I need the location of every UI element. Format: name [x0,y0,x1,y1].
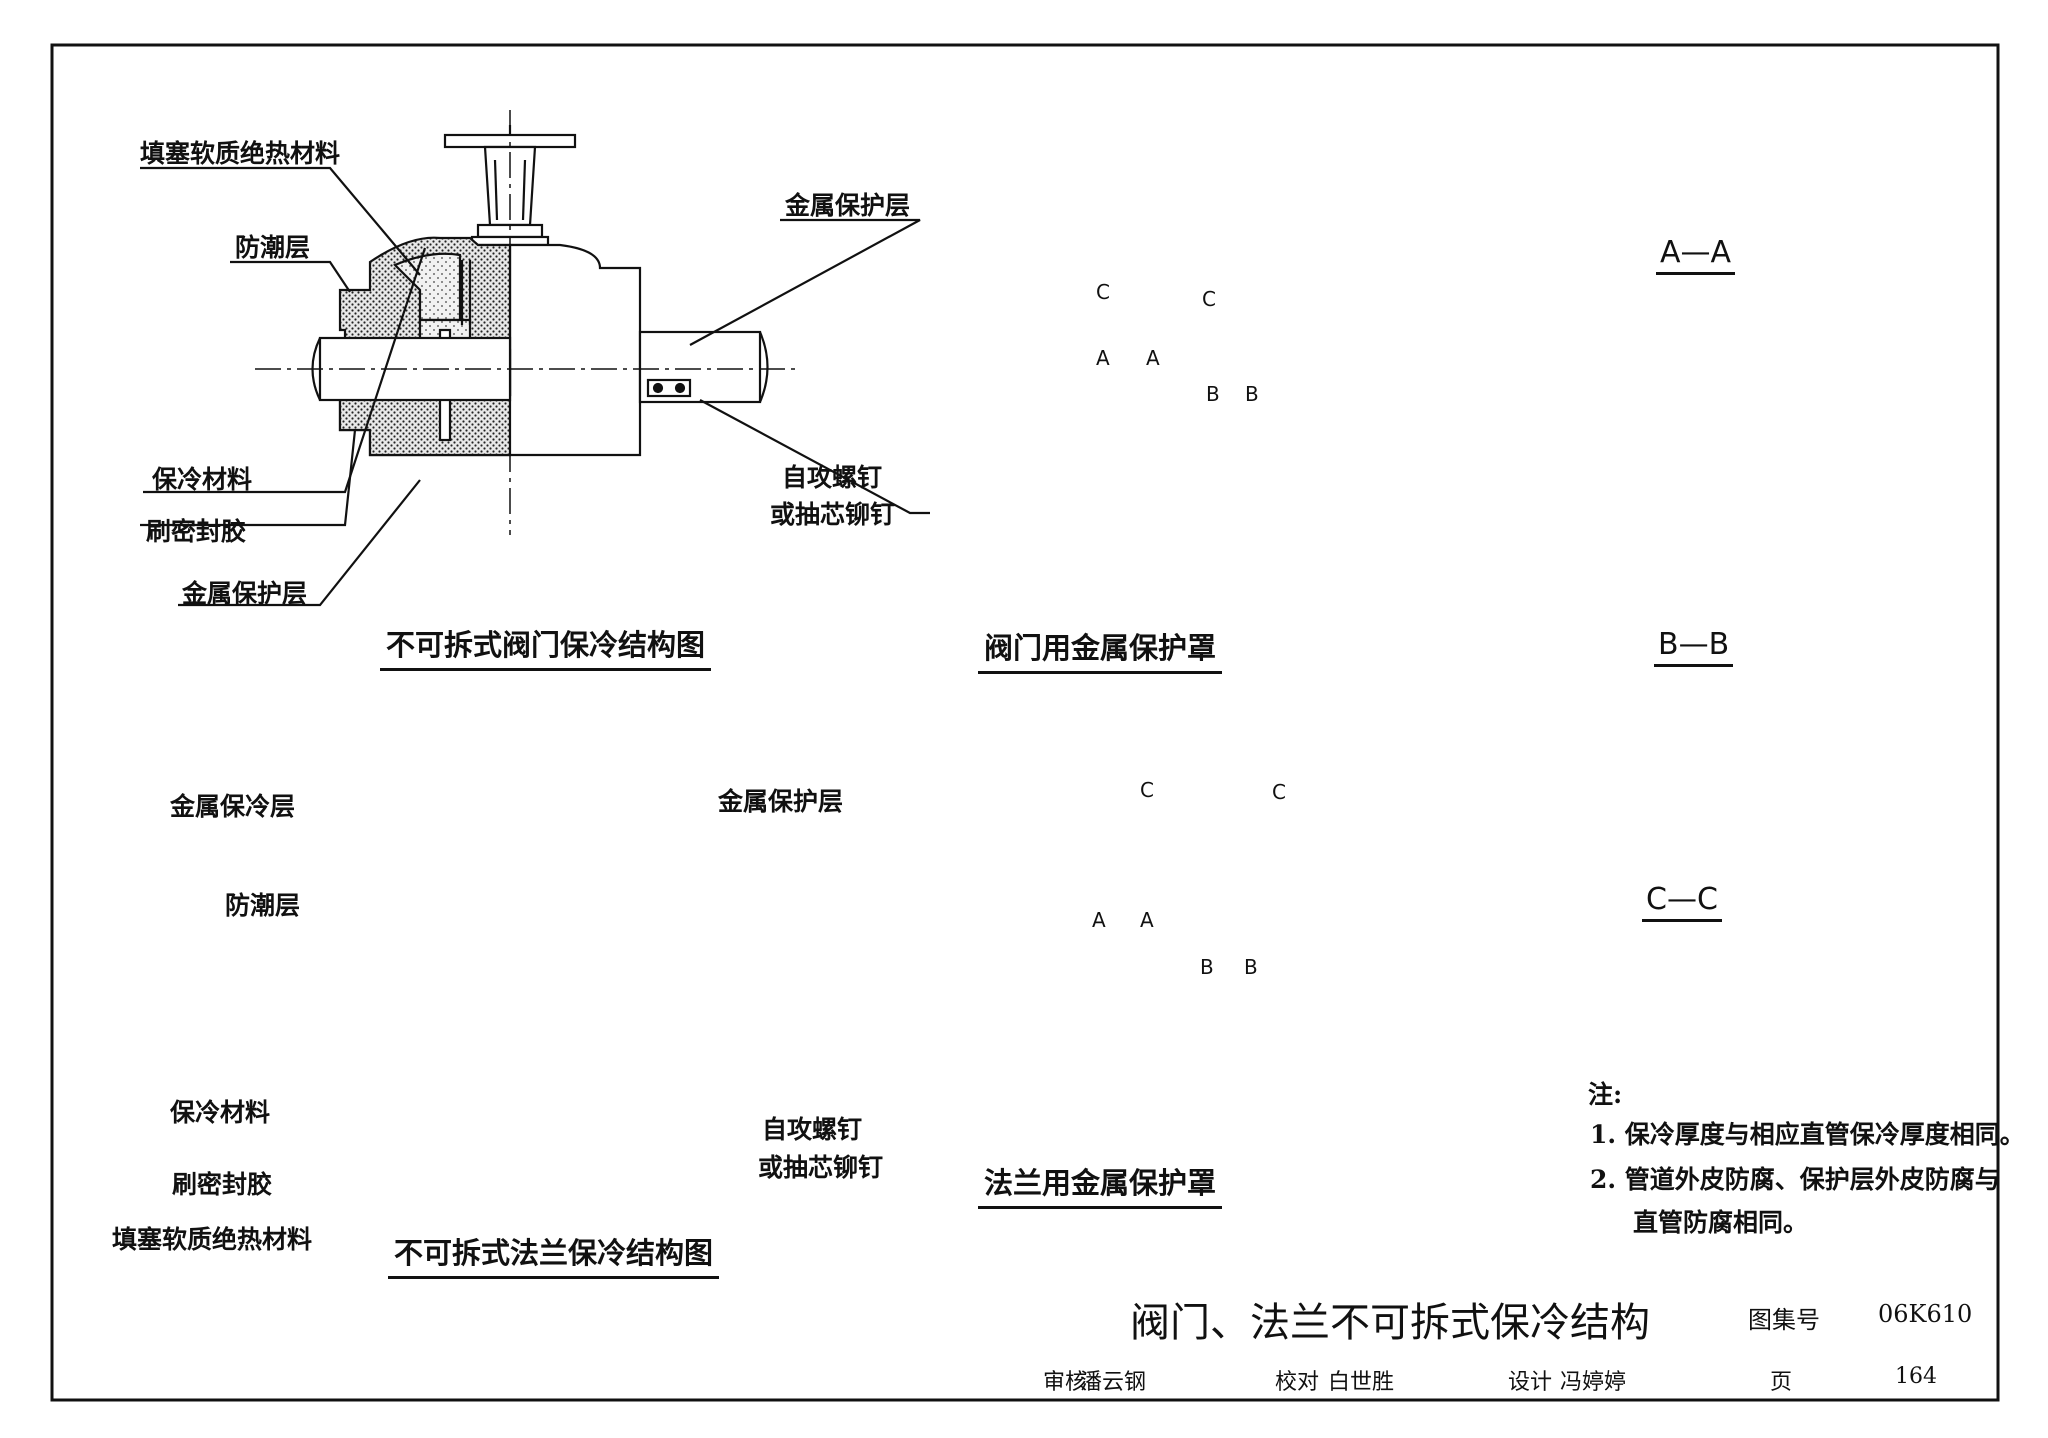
label-fill-material: 填塞软质绝热材料 [140,139,341,168]
label-rivet: 或抽芯铆钉 [770,500,896,529]
section-aa-label: A—A [1656,235,1736,275]
flange-tag-b1: B [1200,955,1214,979]
valve-tag-b1: B [1206,382,1220,406]
label-sealant: 刷密封胶 [146,517,247,546]
section-cc-label: C—C [1642,882,1722,922]
drawing-title: 阀门、法兰不可拆式保冷结构 [1130,1300,1650,1346]
label-metal-cold-layer: 金属保冷层 [170,792,296,821]
checker-name: 白世胜 [1328,1370,1395,1395]
valve-section-caption: 不可拆式阀门保冷结构图 [380,622,712,671]
atlas-label: 图集号 [1748,1306,1820,1334]
flange-tag-c1: C [1140,778,1154,802]
designer-name: 冯婷婷 [1560,1370,1627,1395]
valve-tag-c2: C [1202,287,1216,311]
note-2-cont: 直管防腐相同。 [1633,1208,1809,1237]
label-cold-material: 保冷材料 [152,465,253,494]
flange-tag-a2: A [1140,908,1154,932]
valve-tag-c1: C [1096,280,1110,304]
valve-tag-b2: B [1245,382,1259,406]
label-cold-material: 保冷材料 [170,1098,271,1127]
label-metal-jacket-left: 金属保护层 [182,579,308,608]
flange-cover-caption: 法兰用金属保护罩 [978,1160,1223,1209]
designer-label: 设计 [1508,1370,1553,1395]
note-2: 2. 管道外皮防腐、保护层外皮防腐与 [1590,1165,2000,1194]
flange-tag-b2: B [1244,955,1258,979]
note-1: 1. 保冷厚度与相应直管保冷厚度相同。 [1590,1120,2025,1149]
label-fill-material: 填塞软质绝热材料 [112,1225,313,1254]
label-rivet: 或抽芯铆钉 [758,1153,884,1182]
flange-tag-a1: A [1092,908,1106,932]
checker-label: 校对 [1275,1370,1320,1395]
label-metal-jacket: 金属保护层 [785,191,911,220]
section-bb-label: B—B [1654,627,1734,667]
label-moisture-layer: 防潮层 [235,233,311,262]
valve-tag-a2: A [1146,346,1160,370]
atlas-number: 06K610 [1878,1300,1973,1328]
page-label: 页 [1770,1370,1793,1395]
label-metal-jacket: 金属保护层 [718,787,844,816]
page-number: 164 [1895,1364,1937,1389]
valve-tag-a1: A [1096,346,1110,370]
drawing-frame [50,43,2000,1402]
label-moisture-layer: 防潮层 [225,891,301,920]
reviewer-name: 潘云钢 [1080,1370,1147,1395]
notes-title: 注: [1588,1080,1623,1109]
valve-cover-caption: 阀门用金属保护罩 [978,625,1223,674]
flange-section-caption: 不可拆式法兰保冷结构图 [388,1230,720,1279]
reviewer-label: 审核 [1043,1370,1088,1395]
valve-section-drawing [140,110,930,607]
label-screw: 自攻螺钉 [782,463,883,492]
label-screw: 自攻螺钉 [762,1115,863,1144]
label-sealant: 刷密封胶 [172,1170,273,1199]
flange-tag-c2: C [1272,780,1286,804]
